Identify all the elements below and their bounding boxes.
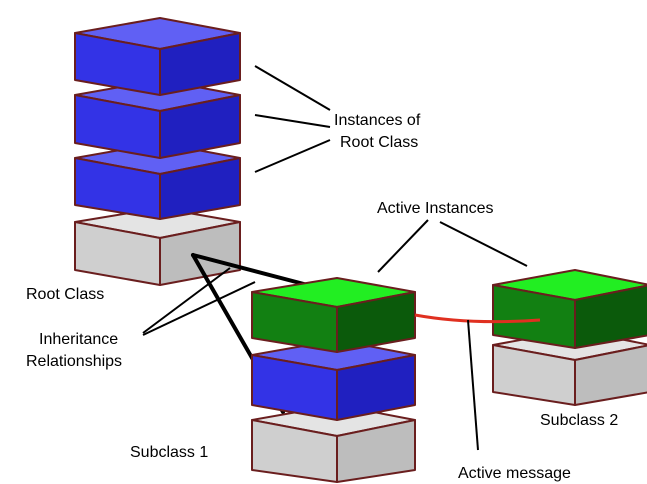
- root-class-block: [74, 207, 241, 286]
- instances-label-line2: Root Class: [340, 134, 418, 151]
- active-instances-label: Active Instances: [377, 200, 494, 217]
- subclass1-active-instance-block: [251, 277, 416, 353]
- active-message-label: Active message: [458, 465, 571, 482]
- root-instance-block-1: [74, 17, 241, 96]
- inheritance-label-line2: Relationships: [26, 353, 122, 370]
- active-message-line: [414, 313, 541, 324]
- root-instance-block-3: [74, 142, 241, 220]
- subclass2-block: [492, 329, 647, 406]
- subclass1-label: Subclass 1: [130, 444, 208, 461]
- subclass2-active-instance-block: [492, 269, 647, 349]
- subclass2-label: Subclass 2: [540, 412, 618, 429]
- root-class-label: Root Class: [26, 286, 104, 303]
- pointer-lines: [142, 65, 528, 451]
- inheritance-label-line1: Inheritance: [39, 331, 118, 348]
- instances-label-line1: Instances of: [334, 112, 421, 129]
